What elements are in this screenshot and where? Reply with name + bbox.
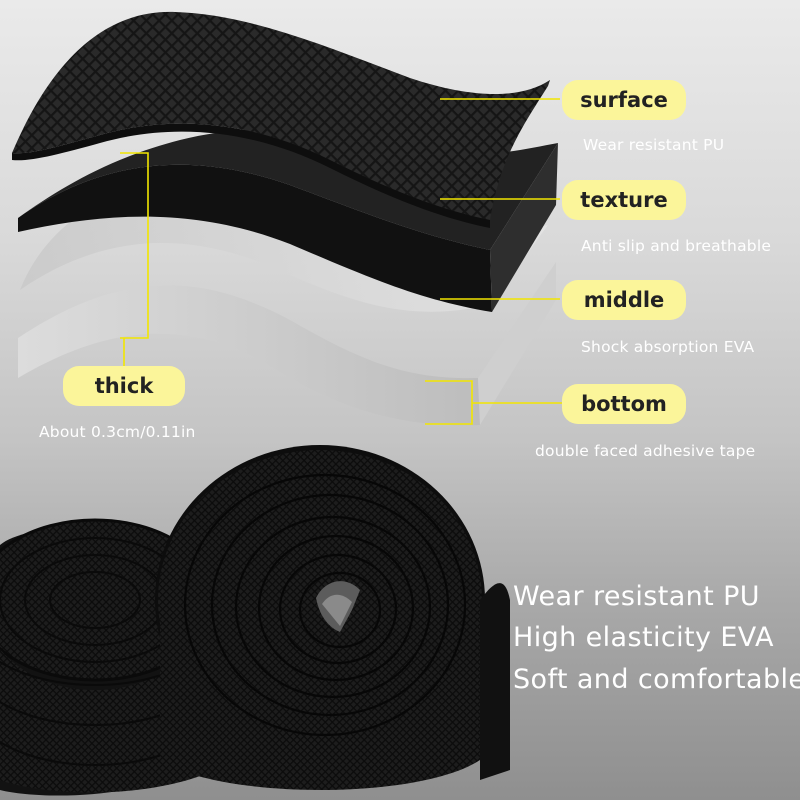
label-pill-texture: texture bbox=[562, 180, 686, 220]
tape-rolls-illustration bbox=[0, 445, 510, 796]
layer-desc-middle: Shock absorption EVA bbox=[581, 338, 755, 356]
feature-line-2: High elasticity EVA bbox=[513, 622, 774, 653]
feature-line-3: Soft and comfortable bbox=[513, 664, 800, 695]
feature-line-1: Wear resistant PU bbox=[513, 581, 760, 612]
label-pill-thick: thick bbox=[63, 366, 185, 406]
label-pill-middle: middle bbox=[562, 280, 686, 320]
thickness-desc: About 0.3cm/0.11in bbox=[39, 423, 196, 441]
bottom-layer bbox=[18, 285, 480, 426]
layer-desc-bottom: double faced adhesive tape bbox=[535, 442, 756, 460]
label-pill-surface: surface bbox=[562, 80, 686, 120]
surface-layer bbox=[12, 11, 550, 220]
layer-desc-surface: Wear resistant PU bbox=[583, 136, 725, 154]
leader-lines bbox=[120, 98, 562, 425]
label-pill-bottom: bottom bbox=[562, 384, 686, 424]
layer-desc-texture: Anti slip and breathable bbox=[581, 237, 772, 255]
